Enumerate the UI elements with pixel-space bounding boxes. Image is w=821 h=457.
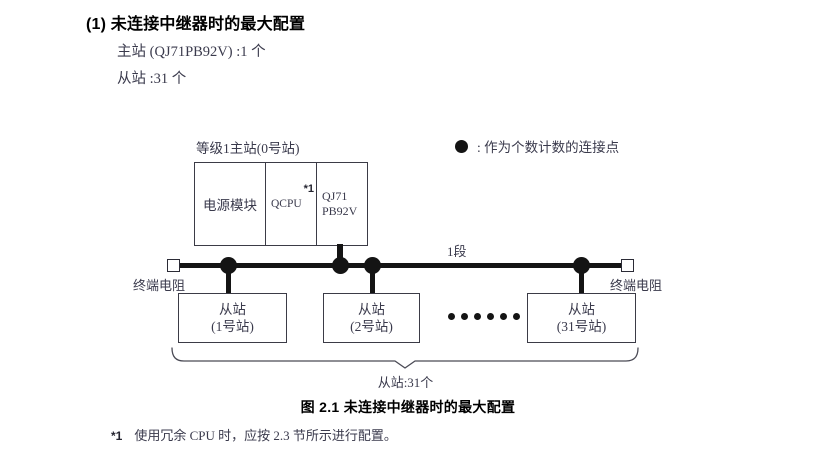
footnote-text: 使用冗余 CPU 时，应按 2.3 节所示进行配置。 xyxy=(134,428,397,443)
module-power-supply: 电源模块 xyxy=(195,163,266,245)
legend-label: : 作为个数计数的连接点 xyxy=(477,140,620,155)
ellipsis-dot xyxy=(487,313,494,320)
footnote: *1 使用冗余 CPU 时，应按 2.3 节所示进行配置。 xyxy=(111,425,397,444)
spec-slave-count: 从站 :31 个 xyxy=(117,71,187,87)
module-power-supply-label: 电源模块 xyxy=(203,198,257,213)
ellipsis-dot xyxy=(461,313,468,320)
filled-circle-icon xyxy=(455,139,468,153)
module-qcpu-label: QCPU xyxy=(271,198,302,210)
ellipsis-dot xyxy=(513,313,520,320)
slave-station-box-2: 从站 (2号站) xyxy=(323,293,420,343)
slave-2-line1: 从站 xyxy=(358,302,385,317)
slave-1-line1: 从站 xyxy=(219,302,246,317)
module-qj71pb92v-line1: QJ71 xyxy=(322,189,348,203)
terminator-left-label: 终端电阻 xyxy=(133,278,186,293)
footnote-marker: *1 xyxy=(111,429,123,443)
figure-caption-text: 图 2.1 未连接中继器时的最大配置 xyxy=(300,399,516,415)
slave-2-line2: (2号站) xyxy=(350,319,393,334)
ellipsis-dot xyxy=(474,313,481,320)
spec-master-count: 主站 (QJ71PB92V) :1 个 xyxy=(117,44,266,60)
ellipsis-dot xyxy=(448,313,455,320)
slave-station-box-31: 从站 (31号站) xyxy=(527,293,636,343)
connection-dot-master xyxy=(332,257,349,274)
terminator-right-label: 终端电阻 xyxy=(610,278,663,293)
terminator-right-icon xyxy=(621,259,634,272)
slave-1-line2: (1号站) xyxy=(211,319,254,334)
slave-group-brace-text: 从站:31个 xyxy=(377,375,434,390)
segment-label: 1段 xyxy=(447,244,467,259)
master-drop-line xyxy=(337,244,343,266)
bus-line xyxy=(175,263,623,268)
module-qcpu: QCPU *1 xyxy=(266,163,317,245)
slave-31-drop-line xyxy=(579,264,584,294)
slave-station-box-1: 从站 (1号站) xyxy=(178,293,287,343)
ellipsis-dot xyxy=(500,313,507,320)
terminator-left-icon xyxy=(167,259,180,272)
slave-group-brace-label: 从站:31个 xyxy=(0,372,821,391)
slave-31-line2: (31号站) xyxy=(556,319,607,334)
figure-caption: 图 2.1 未连接中继器时的最大配置 xyxy=(0,397,821,417)
slave-1-drop-line xyxy=(226,264,231,294)
slave-31-line1: 从站 xyxy=(568,302,595,317)
slave-group-brace xyxy=(171,347,639,369)
module-qj71pb92v-line2: PB92V xyxy=(322,204,358,218)
page-title: (1) 未连接中继器时的最大配置 xyxy=(86,16,306,33)
qcpu-footnote-marker: *1 xyxy=(303,183,314,195)
slave-2-drop-line xyxy=(370,264,375,294)
master-station-label: 等级1主站(0号站) xyxy=(196,141,300,156)
ellipsis-dots xyxy=(448,313,520,320)
legend: : 作为个数计数的连接点 xyxy=(455,136,619,156)
